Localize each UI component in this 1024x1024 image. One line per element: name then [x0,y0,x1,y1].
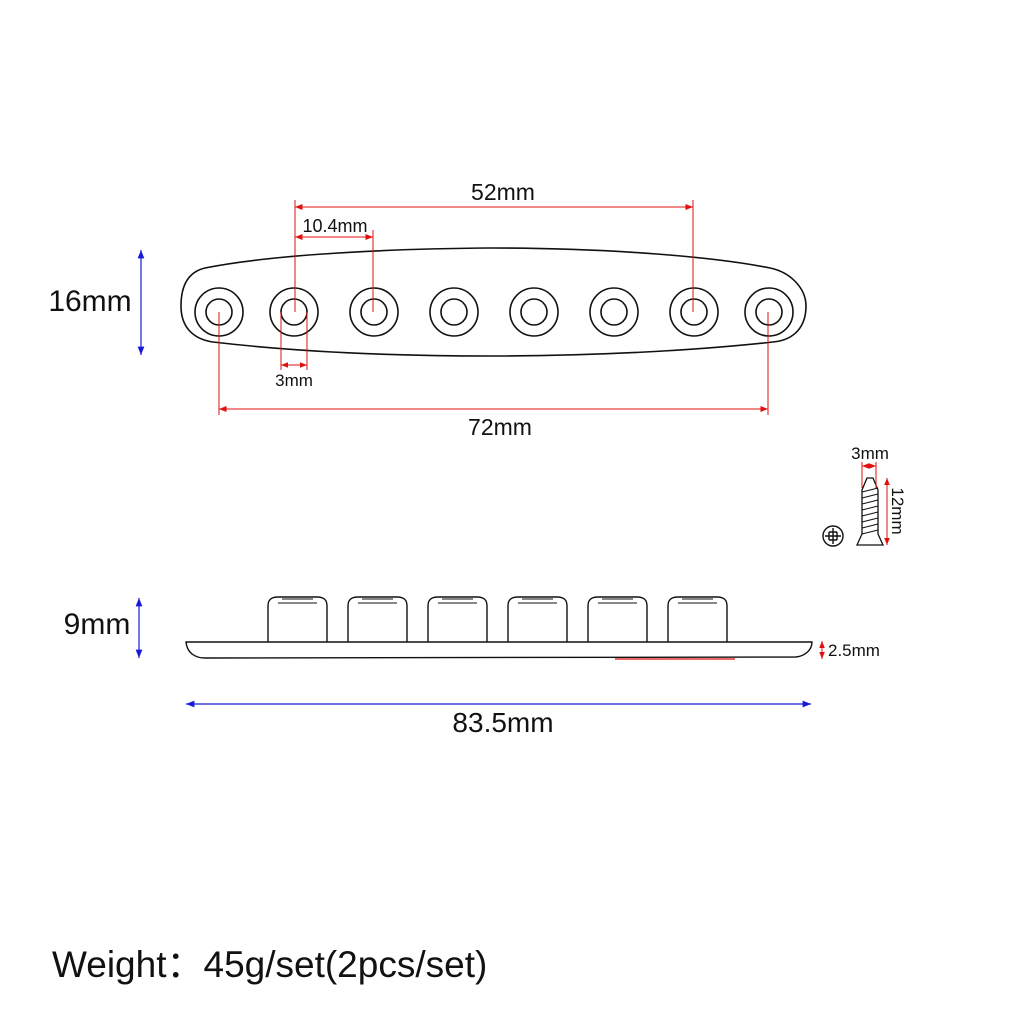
pole-piece-5 [587,596,648,642]
dim-83-5mm-label: 83.5mm [452,707,553,738]
dim-72mm-label: 72mm [468,414,532,440]
pole-hole-inner-7 [680,298,708,326]
top-view [180,247,807,357]
top-view-dimensions: 16mm 52mm 10.4mm 3mm 72mm [48,179,769,440]
side-pole-pieces [267,596,728,642]
pole-piece-top-2 [358,598,397,604]
pole-hole-inner-5 [520,298,548,326]
pole-hole-inner-8 [755,298,783,326]
pole-piece-4 [507,596,568,642]
pole-hole-outer-6 [589,287,639,337]
pole-hole-outer-3 [349,287,399,337]
pole-hole-inner-4 [440,298,468,326]
pole-hole-inner-6 [600,298,628,326]
phillips-cross-icon [825,528,841,544]
pole-piece-top-4 [518,598,557,604]
dim-9mm-label: 9mm [64,608,131,641]
weight-specification: Weight：45g/set(2pcs/set) [52,944,488,985]
side-view [185,596,813,660]
baseplate-outline-side [185,641,813,659]
dim-3mm-hole-label: 3mm [275,371,313,390]
screw-head-icon [822,525,844,547]
screw-thread [861,487,879,535]
mounting-screw: 3mm 12mm [822,444,907,547]
pole-piece-1 [267,596,328,642]
dim-52mm-label: 52mm [471,179,535,205]
pole-piece-top-6 [678,598,717,604]
pole-hole-outer-5 [509,287,559,337]
dim-10-4mm-label: 10.4mm [302,216,367,236]
top-pole-holes [194,287,794,337]
dim-screw-12mm-label: 12mm [888,487,907,534]
pole-piece-2 [347,596,408,642]
pole-piece-top-1 [278,598,317,604]
pole-hole-outer-8 [744,287,794,337]
pole-hole-outer-2 [269,287,319,337]
dim-16mm-label: 16mm [48,285,131,318]
pole-hole-inner-3 [360,298,388,326]
pole-hole-outer-7 [669,287,719,337]
pole-piece-6 [667,596,728,642]
side-view-dimensions: 9mm 2.5mm 83.5mm [64,598,880,738]
pole-piece-top-3 [438,598,477,604]
pole-piece-top-5 [598,598,637,604]
pole-hole-inner-2 [280,298,308,326]
dim-screw-3mm-label: 3mm [851,444,889,463]
baseplate-outline-top [180,247,807,357]
pole-piece-3 [427,596,488,642]
pole-hole-outer-4 [429,287,479,337]
screw-body [855,477,885,546]
dim-2-5mm-label: 2.5mm [828,641,880,660]
